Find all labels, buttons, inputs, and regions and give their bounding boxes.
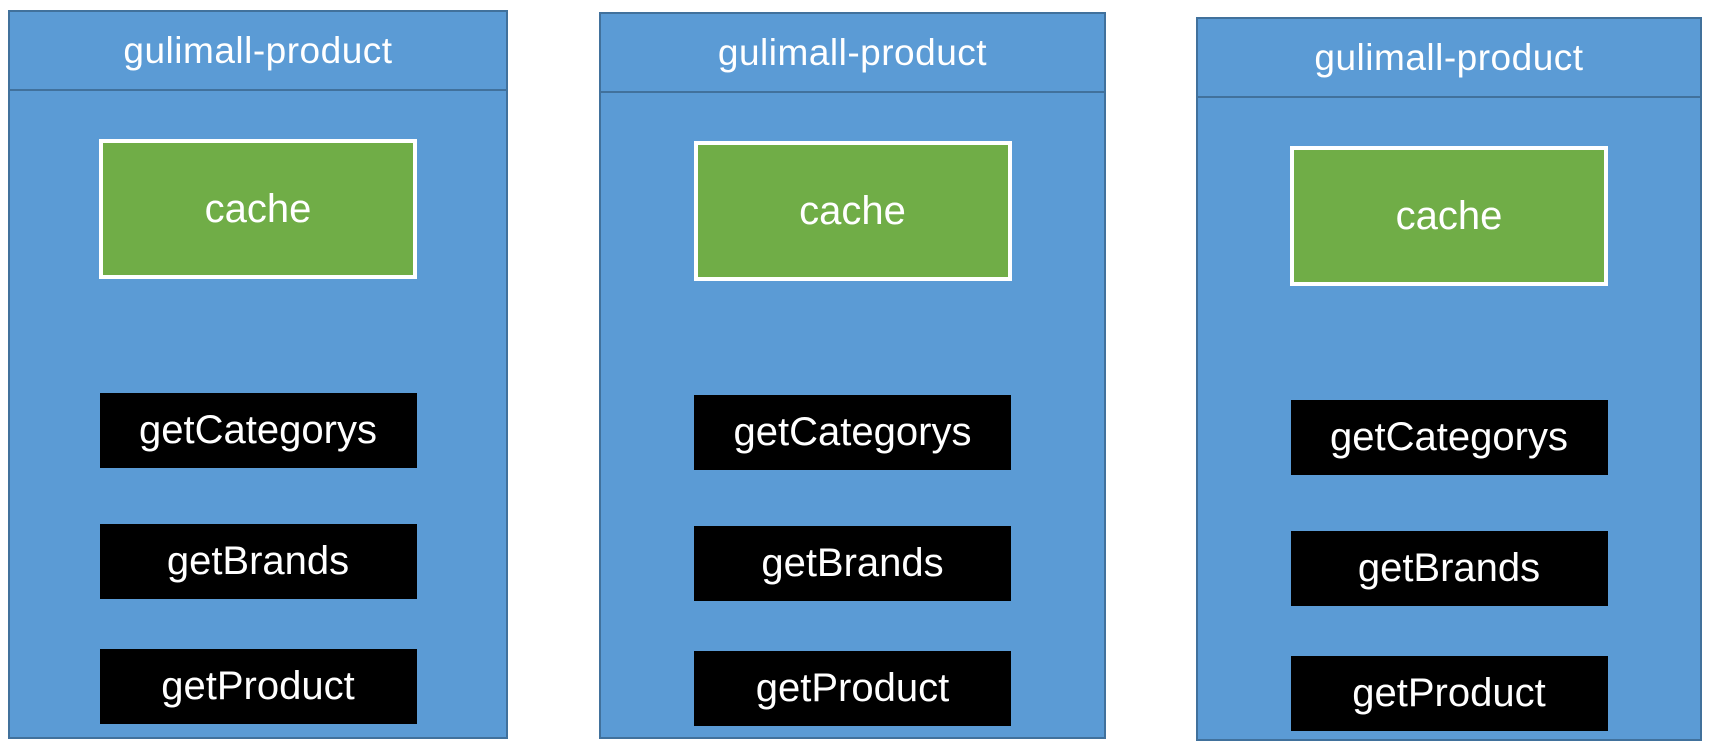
cache-box: cache xyxy=(693,141,1012,281)
panel-title: gulimall-product xyxy=(1198,19,1700,98)
panel-title: gulimall-product xyxy=(601,14,1104,93)
cache-box: cache xyxy=(1290,146,1608,286)
service-panel-1: gulimall-product cache getCategorys getB… xyxy=(8,10,508,739)
method-box-getbrands: getBrands xyxy=(694,526,1011,601)
panel-title: gulimall-product xyxy=(10,12,506,91)
service-panel-2: gulimall-product cache getCategorys getB… xyxy=(599,12,1106,739)
method-box-getcategorys: getCategorys xyxy=(1290,400,1608,475)
method-box-getproduct: getProduct xyxy=(99,649,417,724)
cache-box: cache xyxy=(99,139,417,279)
panel-body: cache getCategorys getBrands getProduct xyxy=(601,93,1104,737)
method-box-getproduct: getProduct xyxy=(1290,656,1608,731)
panel-body: cache getCategorys getBrands getProduct xyxy=(10,91,506,737)
method-box-getbrands: getBrands xyxy=(1290,531,1608,606)
method-box-getbrands: getBrands xyxy=(99,524,417,599)
service-panel-3: gulimall-product cache getCategorys getB… xyxy=(1196,17,1702,741)
panel-body: cache getCategorys getBrands getProduct xyxy=(1198,98,1700,739)
method-box-getproduct: getProduct xyxy=(694,651,1011,726)
method-box-getcategorys: getCategorys xyxy=(694,395,1011,470)
method-box-getcategorys: getCategorys xyxy=(99,393,417,468)
